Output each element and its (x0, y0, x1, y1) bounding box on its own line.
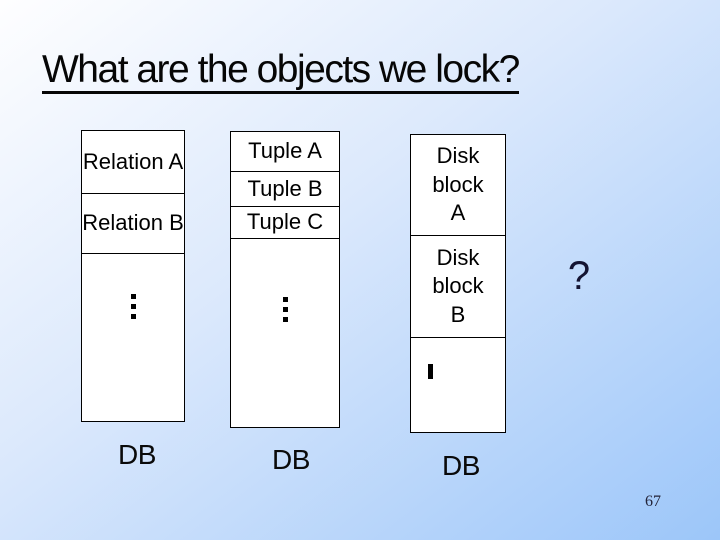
cell-disk-block-a-label: Disk block A (432, 143, 484, 226)
cell-disk-block-b: Disk block B (411, 236, 505, 338)
db-label-relations: DB (118, 439, 156, 470)
cell-disk-blocks-more (411, 338, 505, 432)
cell-relation-a-label: Relation A (82, 148, 184, 174)
page-number: 67 (645, 493, 661, 510)
slide-title: What are the objects we lock? (42, 50, 520, 94)
cell-relation-b: Relation B (82, 194, 184, 254)
cell-tuple-c: Tuple C (231, 207, 339, 239)
vertical-ellipsis-icon (282, 297, 288, 322)
cell-disk-block-a: Disk block A (411, 135, 505, 236)
cell-relation-a: Relation A (82, 131, 184, 194)
disk-blocks-box: Disk block A Disk block B (410, 134, 506, 433)
vertical-ellipsis-icon (130, 294, 136, 319)
cell-tuples-more (231, 239, 339, 427)
vertical-ellipsis-icon (428, 364, 488, 379)
tuples-box: Tuple A Tuple B Tuple C (230, 131, 340, 428)
relations-box: Relation A Relation B (81, 130, 185, 422)
db-label-tuples: DB (272, 444, 310, 475)
db-label-disk-blocks: DB (442, 450, 480, 481)
cell-tuple-b-label: Tuple B (247, 175, 323, 201)
question-mark: ? (567, 254, 591, 298)
cell-tuple-a: Tuple A (231, 132, 339, 172)
cell-relation-b-label: Relation B (82, 210, 184, 236)
cell-tuple-a-label: Tuple A (248, 138, 322, 164)
cell-relations-more (82, 254, 184, 421)
cell-disk-block-b-label: Disk block B (432, 244, 484, 327)
cell-tuple-b: Tuple B (231, 172, 339, 207)
cell-tuple-c-label: Tuple C (246, 209, 324, 235)
